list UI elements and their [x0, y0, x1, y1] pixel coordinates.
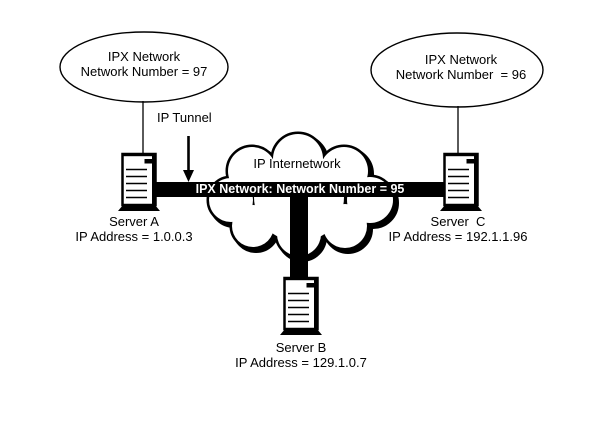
server-a-name: Server A — [109, 214, 159, 229]
ipx-network-96-label: IPX Network Network Number = 96 — [371, 52, 551, 82]
server-b-label: Server B IP Address = 129.1.0.7 — [231, 340, 371, 370]
arrow-down-icon — [183, 136, 194, 182]
ipx-network-96-ellipse — [370, 32, 544, 108]
server-a-ip: IP Address = 1.0.0.3 — [75, 229, 193, 244]
ip-internetwork-label: IP Internetwork — [253, 156, 341, 171]
backbone-bar-label: IPX Network: Network Number = 95 — [195, 182, 405, 196]
ipx-network-96-line1: IPX Network — [424, 52, 498, 67]
server-c-ip: IP Address = 192.1.1.96 — [388, 229, 528, 244]
ipx-network-96-line2: Network Number = 96 — [395, 67, 527, 82]
server-b-name: Server B — [275, 340, 327, 355]
ipx-network-97-line1: IPX Network — [107, 49, 181, 64]
server-c-label: Server C IP Address = 192.1.1.96 — [388, 214, 528, 244]
ipx-network-97-line2: Network Number = 97 — [80, 64, 208, 79]
ipx-network-97-label: IPX Network Network Number = 97 — [60, 49, 228, 79]
server-b-icon — [278, 275, 324, 337]
ipx-network-97-ellipse — [59, 31, 229, 103]
ip-tunnel-label: IP Tunnel — [157, 110, 212, 125]
server-a-label: Server A IP Address = 1.0.0.3 — [64, 214, 204, 244]
backbone-stem — [290, 188, 308, 281]
server-b-ip: IP Address = 129.1.0.7 — [235, 355, 367, 370]
server-c-name: Server C — [430, 214, 486, 229]
